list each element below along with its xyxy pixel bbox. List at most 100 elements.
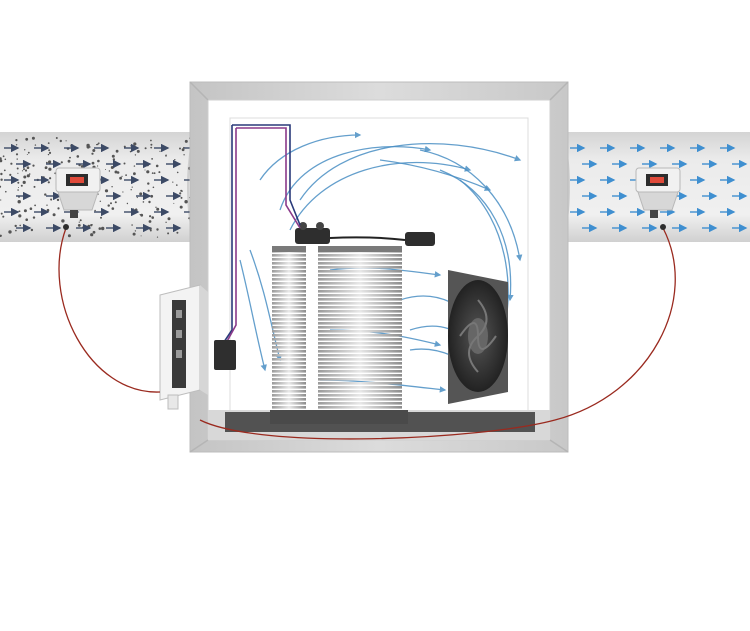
collector-plate xyxy=(318,334,402,337)
collector-plate xyxy=(318,394,402,397)
particle xyxy=(0,157,2,160)
collector-plate xyxy=(272,366,306,369)
particle xyxy=(133,142,137,146)
particle xyxy=(4,158,7,161)
particle xyxy=(26,166,30,169)
collector-plate xyxy=(272,390,306,393)
collector-plate xyxy=(272,350,306,353)
particle xyxy=(104,189,109,193)
collector-plate xyxy=(318,266,402,269)
particle xyxy=(148,200,151,204)
particle xyxy=(159,150,161,152)
particle xyxy=(110,202,112,205)
particle xyxy=(49,177,52,180)
particle xyxy=(67,234,71,238)
particle xyxy=(134,230,137,232)
particle xyxy=(30,228,34,232)
particle xyxy=(0,234,2,237)
particle xyxy=(151,216,154,219)
particle xyxy=(48,160,52,164)
collector-plate xyxy=(272,286,306,289)
particle xyxy=(15,144,18,146)
particle xyxy=(100,144,104,147)
particle xyxy=(25,137,29,141)
particle xyxy=(176,171,179,174)
air-quality-sensor-icon xyxy=(635,167,681,230)
particle xyxy=(123,145,126,148)
particle xyxy=(46,208,50,212)
collector-plate xyxy=(318,294,402,297)
particle xyxy=(46,204,48,206)
particle xyxy=(91,224,93,226)
particle xyxy=(16,167,19,170)
particle xyxy=(150,139,152,142)
particle xyxy=(140,235,142,237)
particle xyxy=(27,151,30,154)
particle xyxy=(47,142,50,145)
fan-icon xyxy=(448,270,508,404)
collector-plate xyxy=(272,278,306,281)
particle xyxy=(155,206,157,208)
particle xyxy=(176,231,179,234)
particle xyxy=(50,199,52,201)
particle xyxy=(3,169,6,172)
collector-plate xyxy=(318,386,402,389)
particle xyxy=(174,159,176,161)
collector-plate xyxy=(318,318,402,321)
particle xyxy=(8,230,12,234)
particle xyxy=(146,170,150,174)
particle xyxy=(29,207,33,210)
particle xyxy=(0,185,2,188)
airflow-arrow xyxy=(259,131,362,181)
particle xyxy=(15,139,18,142)
particle xyxy=(26,154,28,155)
particle xyxy=(111,207,115,210)
particle xyxy=(98,142,100,144)
particle xyxy=(181,190,183,192)
collector-plate xyxy=(318,278,402,281)
particle xyxy=(99,200,102,202)
sensor-cables xyxy=(58,227,676,440)
particle xyxy=(107,204,110,207)
particle xyxy=(0,178,3,181)
particle xyxy=(150,194,154,198)
particle xyxy=(150,146,153,149)
particle xyxy=(17,200,21,204)
collector-plate xyxy=(318,290,402,293)
collector-plate xyxy=(272,282,306,285)
particle xyxy=(23,175,27,179)
collector-plate xyxy=(272,322,306,325)
particle xyxy=(121,175,123,177)
particle xyxy=(69,156,71,159)
particle xyxy=(22,180,26,184)
collector-plate xyxy=(272,378,306,381)
particle xyxy=(172,181,174,183)
particle xyxy=(18,187,19,188)
collector-plate xyxy=(272,334,306,337)
particle xyxy=(147,182,150,185)
airflow-arrow xyxy=(299,142,522,201)
particle xyxy=(87,224,91,228)
particle xyxy=(76,155,80,158)
airflow-arrow xyxy=(379,159,492,191)
particle xyxy=(46,161,48,164)
particle xyxy=(47,181,50,184)
collector-plate xyxy=(318,306,402,309)
particle xyxy=(41,176,45,179)
collector-plate xyxy=(272,402,306,405)
particle xyxy=(153,172,156,175)
dirty-air-arrows xyxy=(4,143,200,233)
collector-plate xyxy=(272,270,306,273)
airflow-arrow xyxy=(329,267,442,278)
particle xyxy=(119,176,122,180)
particle xyxy=(125,174,127,177)
particle xyxy=(132,232,136,236)
particle xyxy=(94,209,96,212)
air-quality-sensor-icon xyxy=(55,167,101,230)
collector-plate xyxy=(272,290,306,293)
particle xyxy=(133,165,136,167)
collector-plate xyxy=(272,266,306,269)
particle xyxy=(33,185,36,188)
particle xyxy=(47,153,50,156)
particle xyxy=(144,169,146,171)
